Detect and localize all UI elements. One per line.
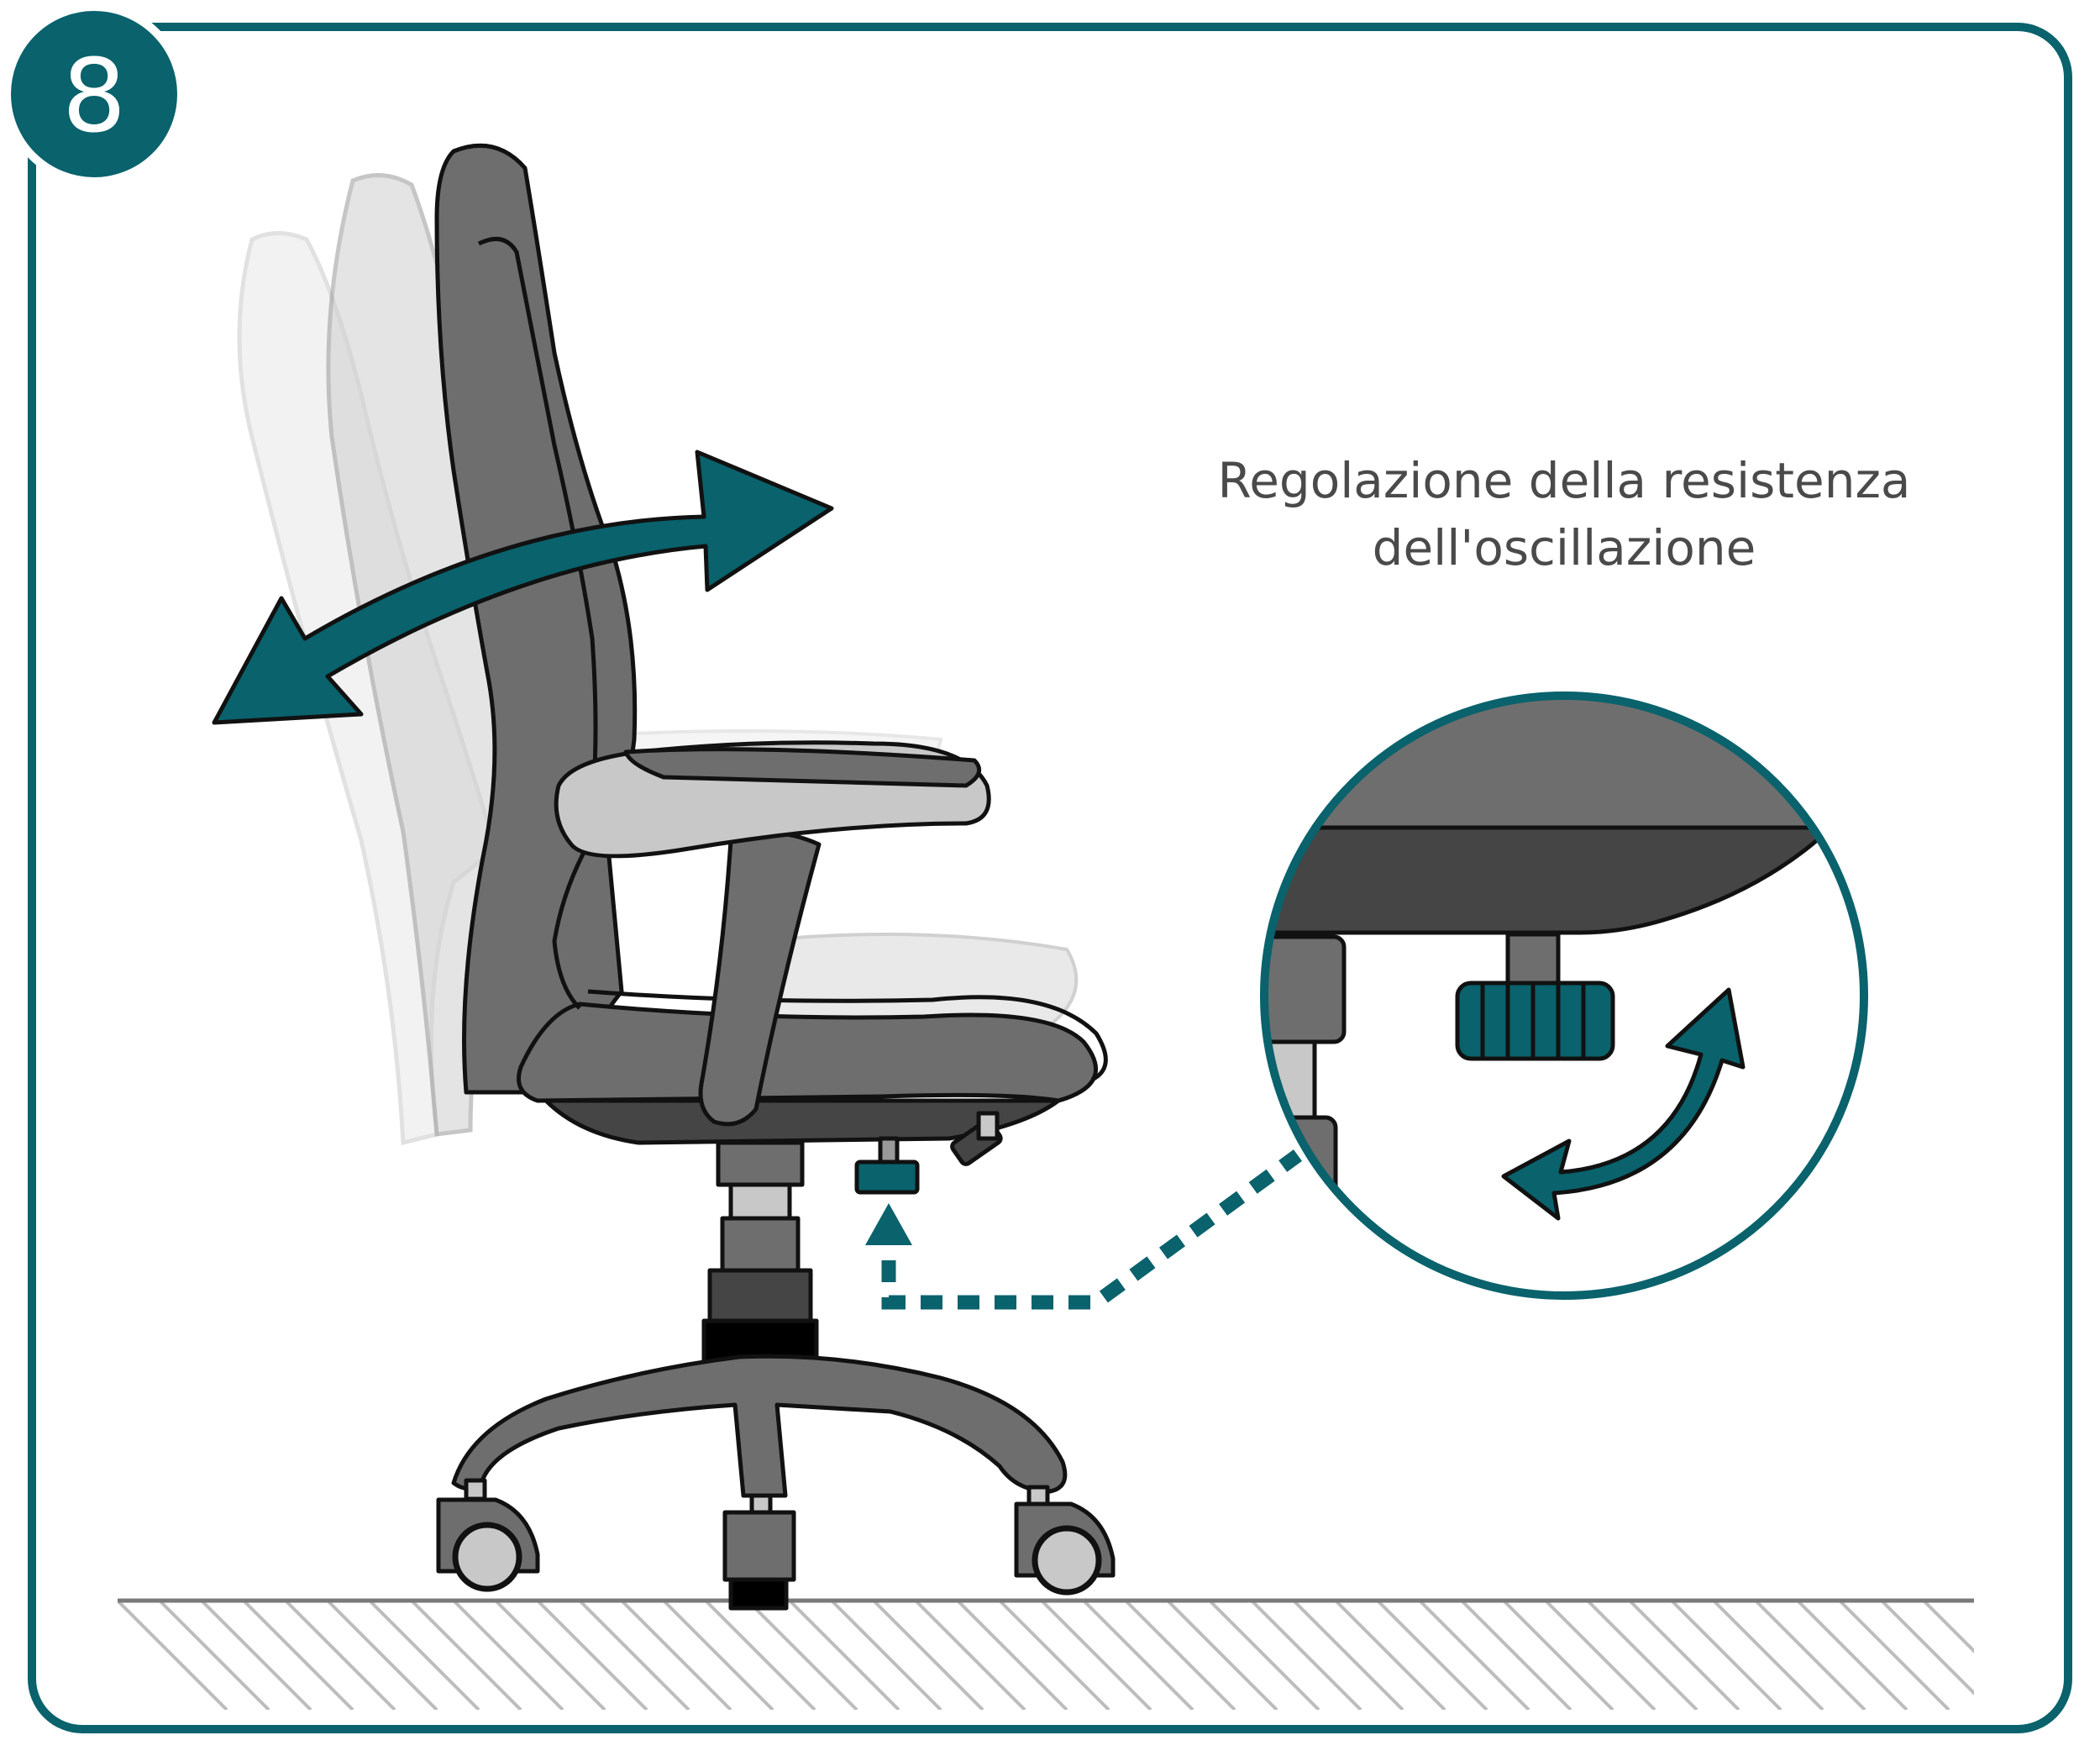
tension-knob-zoomed — [1455, 981, 1615, 1061]
caption-line-1: Regolazione della resistenza — [1218, 452, 1911, 509]
chair-column-sleeve — [707, 1268, 813, 1323]
caption: Regolazione della resistenza dell'oscill… — [1218, 452, 1911, 576]
tension-knob — [854, 1159, 920, 1195]
chair — [434, 143, 1116, 1611]
chair-column-chrome — [728, 1182, 792, 1221]
step-number: 8 — [62, 39, 126, 155]
chair-base — [451, 1354, 1068, 1498]
tilt-double-arrow-icon — [212, 450, 834, 725]
chair-seat — [517, 1002, 1099, 1103]
caption-line-2: dell'oscillazione — [1373, 519, 1756, 576]
chair-column — [720, 1216, 801, 1273]
step-badge: 8 — [3, 3, 186, 186]
chair-column-top — [716, 1140, 805, 1187]
pointer-arrow-icon — [865, 1149, 1303, 1310]
floor — [118, 1598, 1974, 1710]
rotation-arrow-icon — [1501, 987, 1746, 1221]
chair-armrest-support — [698, 830, 822, 1127]
caster-front — [722, 1510, 796, 1582]
